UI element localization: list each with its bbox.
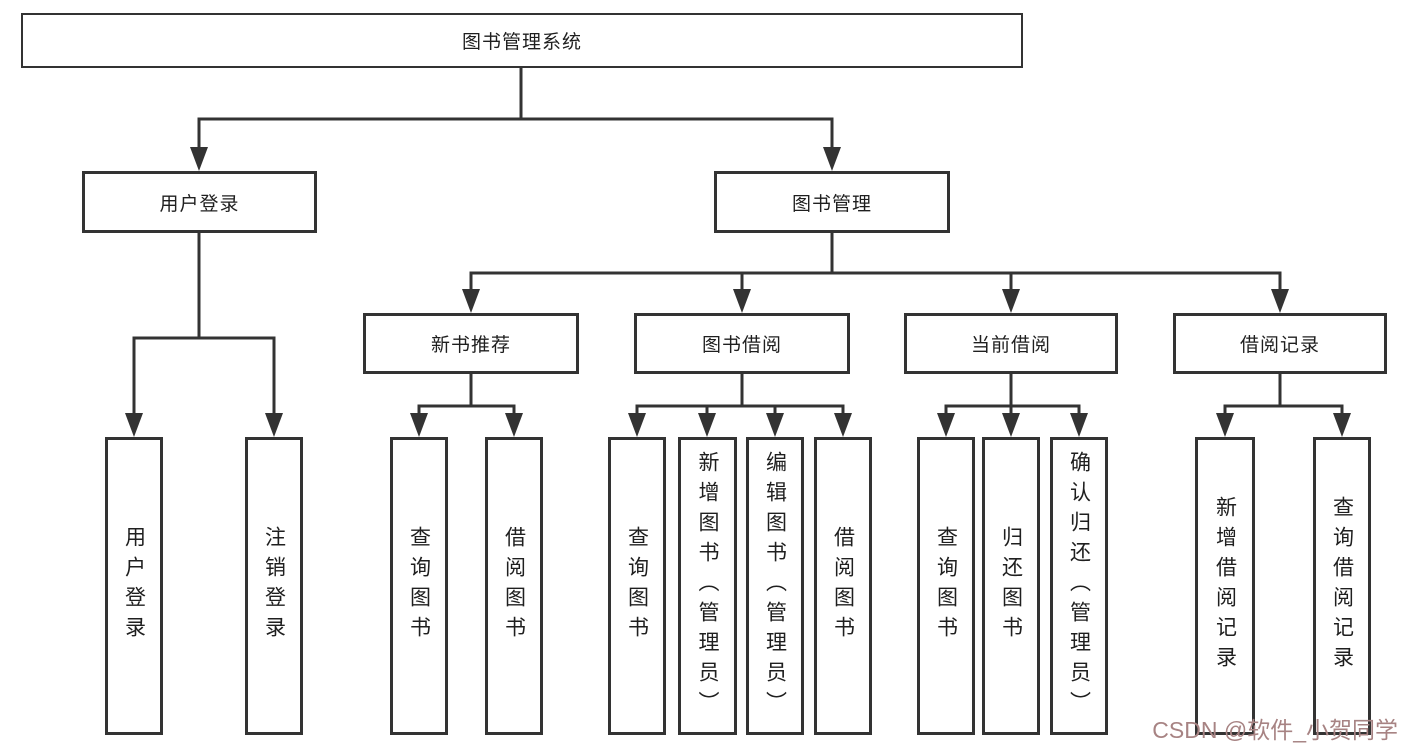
node-book-management: 图书管理: [714, 171, 950, 233]
connector-book-management-to-level3: [469, 233, 1282, 291]
node-root: 图书管理系统: [21, 13, 1023, 68]
leaf-borrow-books-recommend: 借阅图书: [485, 437, 543, 735]
leaf-return-books: 归还图书: [982, 437, 1040, 735]
node-new-book-recommend: 新书推荐: [363, 313, 579, 374]
leaf-query-books-borrowing: 查询图书: [608, 437, 666, 735]
leaf-logout-login: 注销登录: [245, 437, 303, 735]
node-borrowing-records: 借阅记录: [1173, 313, 1387, 374]
connector-new-book-recommend-to-leaves: [417, 374, 516, 416]
leaf-borrow-books-borrowing: 借阅图书: [814, 437, 872, 735]
leaf-edit-books-admin: 编辑图书（管理员）: [746, 437, 804, 735]
connector-borrowing-records-to-leaves: [1223, 374, 1344, 416]
node-book-borrowing: 图书借阅: [634, 313, 850, 374]
down-arrowhead-icons: [125, 147, 1351, 437]
leaf-add-books-admin: 新增图书（管理员）: [678, 437, 737, 735]
node-user-login: 用户登录: [82, 171, 317, 233]
connector-user-login-to-leaves: [132, 233, 276, 416]
leaf-confirm-return-admin: 确认归还（管理员）: [1050, 437, 1108, 735]
connector-current-borrowing-to-leaves: [944, 374, 1081, 416]
connector-root-to-level2: [197, 68, 834, 149]
node-current-borrowing: 当前借阅: [904, 313, 1118, 374]
leaf-query-books-recommend: 查询图书: [390, 437, 448, 735]
leaf-add-borrow-record: 新增借阅记录: [1195, 437, 1255, 735]
leaf-query-books-current: 查询图书: [917, 437, 975, 735]
leaf-user-login: 用户登录: [105, 437, 163, 735]
leaf-query-borrow-record: 查询借阅记录: [1313, 437, 1371, 735]
connector-book-borrowing-to-leaves: [635, 374, 845, 416]
